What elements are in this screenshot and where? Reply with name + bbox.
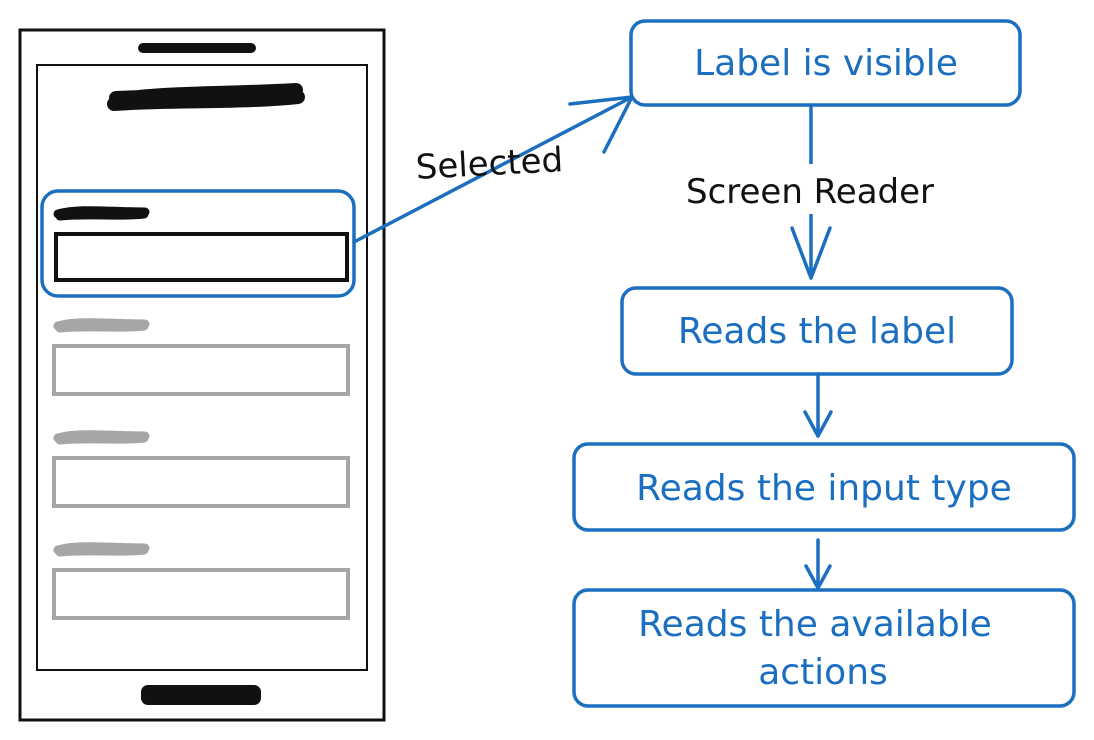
field-label-scribble xyxy=(53,430,150,445)
flow-arrow-3 xyxy=(804,538,832,590)
scribbled-title xyxy=(107,83,305,111)
form-field-4 xyxy=(52,542,350,620)
phone-home-button xyxy=(141,685,261,705)
label-backdrop xyxy=(660,164,960,214)
connector-label: Selected xyxy=(415,140,564,188)
arrowhead xyxy=(804,564,832,590)
selected-connector: Selected xyxy=(352,95,634,244)
step-text: Reads the input type xyxy=(636,468,1012,509)
step-text: Reads the label xyxy=(678,311,956,352)
phone-speaker xyxy=(138,43,256,53)
phone-screen xyxy=(36,64,368,671)
field-input-box xyxy=(52,568,350,620)
step-text-line-2: actions xyxy=(758,652,888,693)
step-box xyxy=(629,19,1022,107)
form-field-1 xyxy=(40,189,356,298)
step-box xyxy=(572,442,1076,532)
step-text: Label is visible xyxy=(694,43,958,84)
phone-mockup xyxy=(18,28,386,722)
field-label-scribble xyxy=(53,318,150,333)
field-label-scribble xyxy=(53,206,150,221)
flow-arrow-screen-reader: Screen Reader xyxy=(660,103,960,280)
arrowhead xyxy=(803,410,833,438)
step-box xyxy=(572,588,1076,708)
flow-step-2: Reads the label xyxy=(620,286,1014,376)
flow-step-4: Reads the available actions xyxy=(572,588,1076,708)
flow-step-3: Reads the input type xyxy=(572,442,1076,532)
form-field-2 xyxy=(52,318,350,396)
flow-step-1: Label is visible xyxy=(629,19,1022,107)
field-input-box xyxy=(54,232,349,282)
field-input-box xyxy=(52,344,350,396)
step-text-line-1: Reads the available xyxy=(638,604,992,645)
flow-arrow-2 xyxy=(803,372,833,438)
field-input-box xyxy=(52,456,350,508)
screen-reader-label: Screen Reader xyxy=(686,172,934,212)
connector-line xyxy=(352,95,634,244)
field-label-scribble xyxy=(53,542,150,557)
form-field-3 xyxy=(52,430,350,508)
phone-frame xyxy=(18,28,386,722)
arrowhead xyxy=(790,226,832,280)
